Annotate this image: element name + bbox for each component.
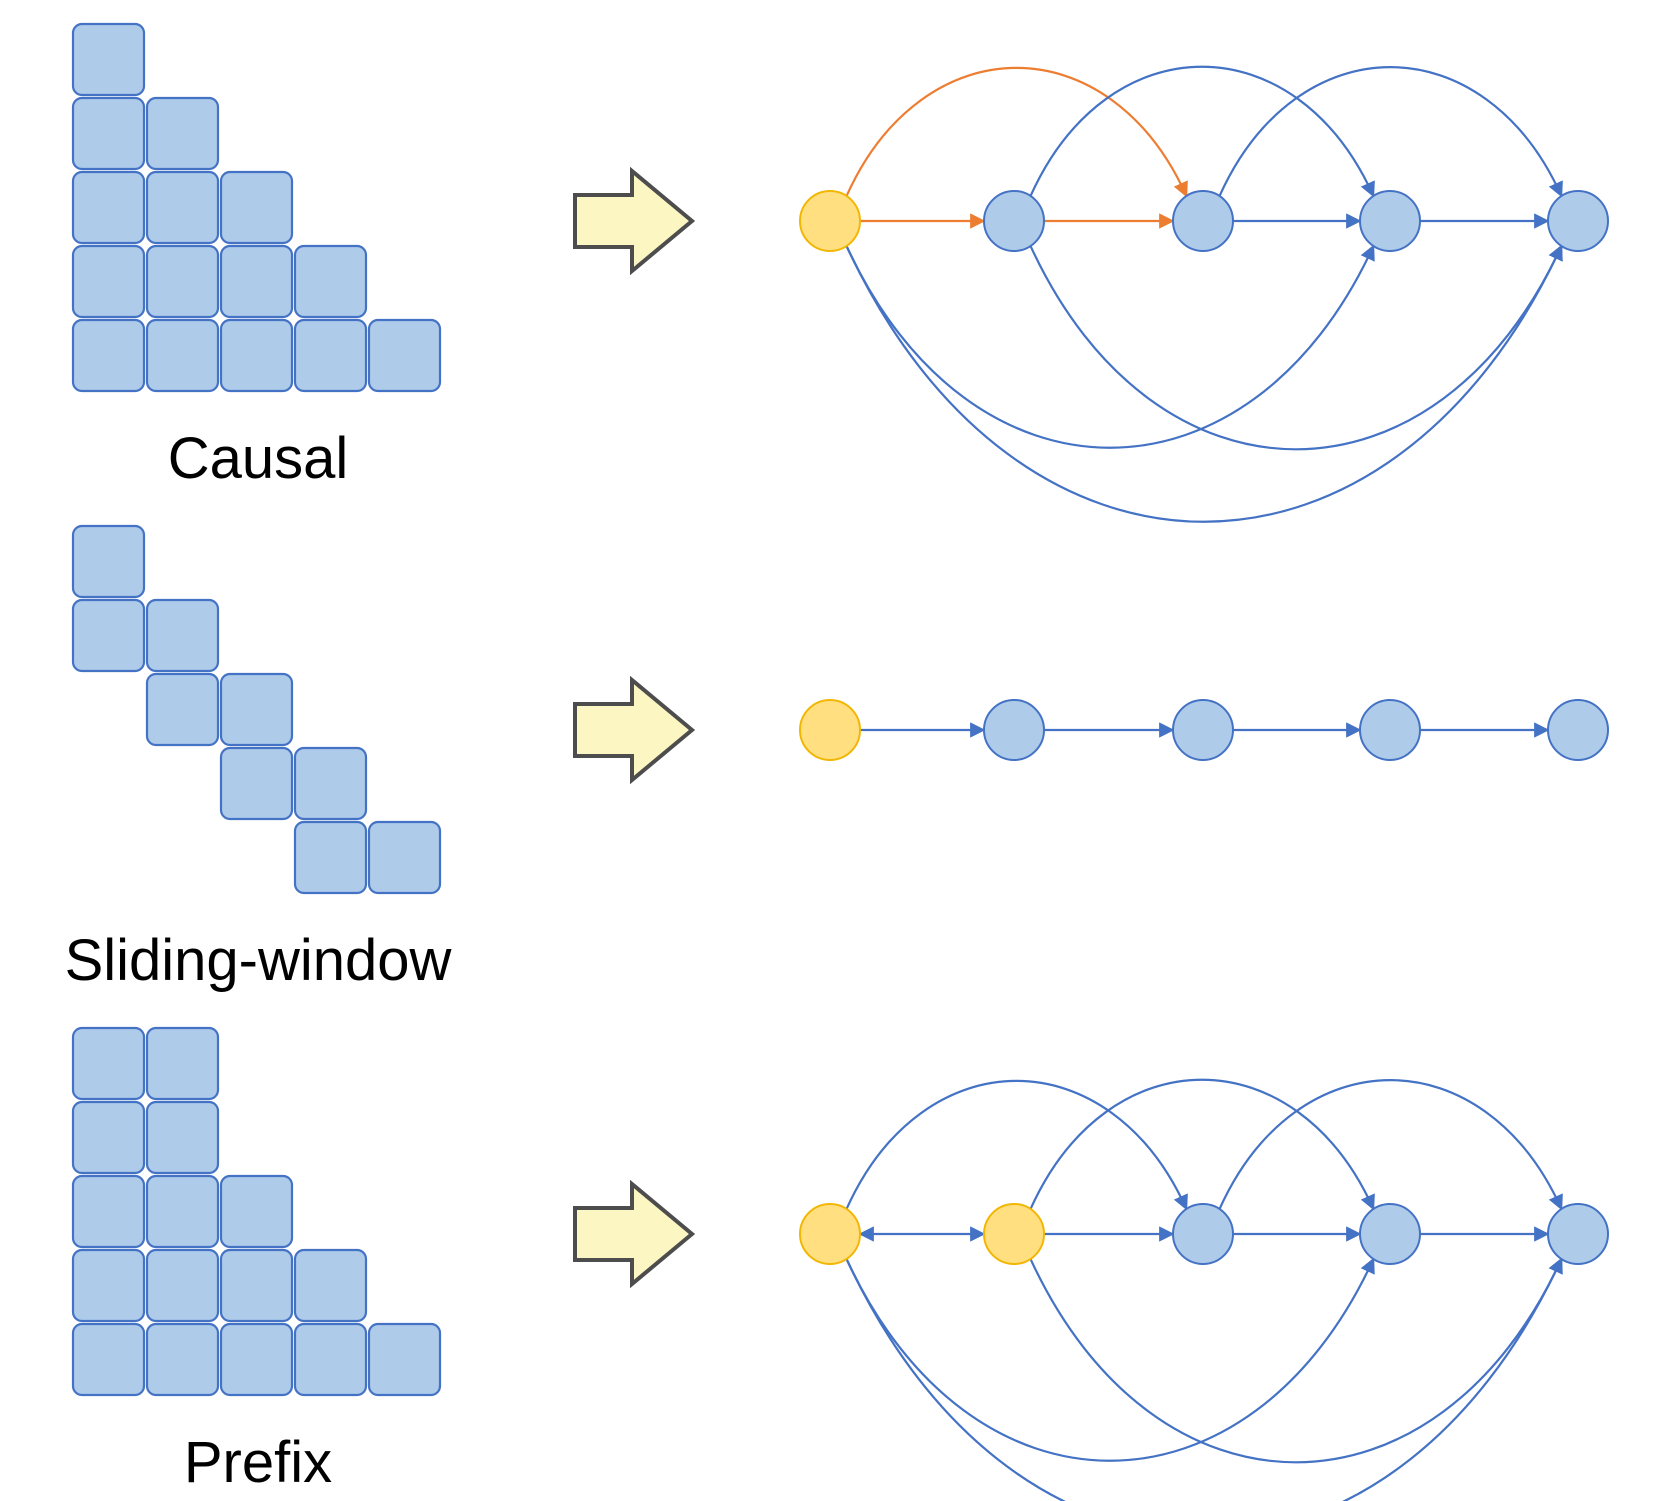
mask-cell <box>367 318 442 393</box>
graph-node <box>1172 699 1234 761</box>
graph-edge <box>1029 244 1563 451</box>
mask-cell <box>145 1026 220 1101</box>
mask-cell <box>71 524 146 599</box>
mask-cell <box>145 672 220 747</box>
causal-mask-grid <box>71 22 442 393</box>
mask-cell <box>71 170 146 245</box>
graph-node <box>1547 699 1609 761</box>
mask-cell <box>71 244 146 319</box>
graph-edge <box>845 1257 1375 1462</box>
arrow-shape <box>573 675 696 785</box>
right-arrow-icon <box>573 675 696 785</box>
mask-cell <box>145 96 220 171</box>
sliding-window-mask-grid <box>71 524 442 895</box>
graph-edge <box>1218 66 1563 198</box>
graph-node <box>1172 190 1234 252</box>
arrow-shape <box>573 166 696 276</box>
mask-cell <box>219 1174 294 1249</box>
mask-cell <box>219 672 294 747</box>
mask-cell <box>71 1174 146 1249</box>
graph-node-prefix <box>799 699 861 761</box>
graph-edge <box>1218 1079 1563 1211</box>
mask-cell <box>293 244 368 319</box>
mask-cell <box>219 746 294 821</box>
mask-cell <box>219 318 294 393</box>
mask-cell <box>367 1322 442 1397</box>
panel-prefix: Prefix <box>71 1026 1609 1501</box>
graph-node <box>983 190 1045 252</box>
mask-cell <box>145 1100 220 1175</box>
mask-cell <box>293 746 368 821</box>
mask-cell <box>219 170 294 245</box>
mask-cell <box>71 1248 146 1323</box>
prefix-graph-nodes <box>799 1203 1609 1265</box>
graph-node <box>1359 190 1421 252</box>
prefix-graph-edges <box>845 1078 1563 1501</box>
causal-graph-nodes <box>799 190 1609 252</box>
panel-sliding-window: Sliding-window <box>65 524 1609 993</box>
mask-cell <box>145 318 220 393</box>
prefix-mask-grid <box>71 1026 442 1397</box>
mask-cell <box>71 1100 146 1175</box>
graph-edge <box>1029 1257 1563 1464</box>
mask-cell <box>293 1248 368 1323</box>
mask-cell <box>71 22 146 97</box>
graph-node <box>1359 699 1421 761</box>
sliding-window-graph-nodes <box>799 699 1609 761</box>
mask-cell <box>219 1248 294 1323</box>
mask-cell <box>293 1322 368 1397</box>
mask-cell <box>219 1322 294 1397</box>
causal-label: Causal <box>168 426 349 491</box>
graph-edge <box>845 1079 1188 1211</box>
mask-cell <box>293 318 368 393</box>
graph-node <box>983 699 1045 761</box>
graph-edge <box>845 1257 1563 1501</box>
graph-node <box>1359 1203 1421 1265</box>
mask-cell <box>145 598 220 673</box>
mask-cell <box>71 1026 146 1101</box>
prefix-label: Prefix <box>184 1430 332 1495</box>
graph-edge <box>1029 65 1375 198</box>
mask-cell <box>145 1248 220 1323</box>
mask-cell <box>71 318 146 393</box>
graph-node-prefix <box>799 1203 861 1265</box>
mask-cell <box>367 820 442 895</box>
causal-graph-edges <box>845 65 1563 523</box>
mask-cell <box>219 244 294 319</box>
panel-causal: Causal <box>71 22 1609 523</box>
graph-node <box>1547 1203 1609 1265</box>
graph-node-prefix <box>983 1203 1045 1265</box>
graph-edge <box>845 244 1563 523</box>
graph-edge <box>845 244 1375 449</box>
graph-node <box>1547 190 1609 252</box>
arrow-shape <box>573 1179 696 1289</box>
mask-cell <box>145 1322 220 1397</box>
mask-cell <box>145 244 220 319</box>
mask-cell <box>145 170 220 245</box>
mask-cell <box>71 96 146 171</box>
right-arrow-icon <box>573 1179 696 1289</box>
mask-cell <box>293 820 368 895</box>
sliding-window-label: Sliding-window <box>65 928 453 993</box>
graph-edge <box>1029 1078 1375 1211</box>
right-arrow-icon <box>573 166 696 276</box>
mask-cell <box>71 1322 146 1397</box>
mask-cell <box>71 598 146 673</box>
graph-node <box>1172 1203 1234 1265</box>
graph-edge <box>845 66 1188 198</box>
graph-node-prefix <box>799 190 861 252</box>
mask-cell <box>145 1174 220 1249</box>
